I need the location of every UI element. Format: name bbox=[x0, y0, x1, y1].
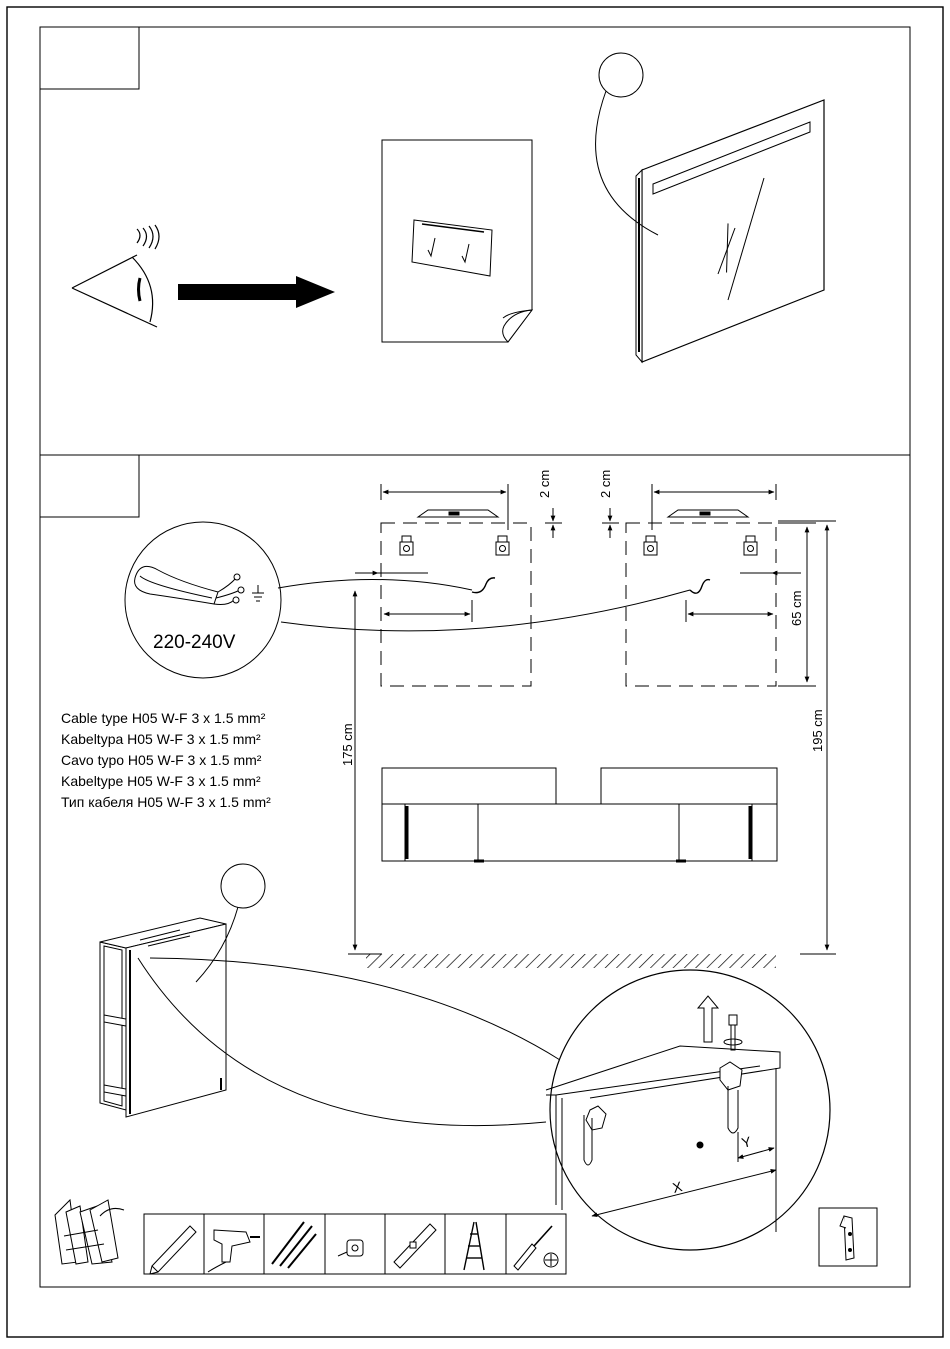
pencil-icon bbox=[150, 1226, 196, 1274]
step-number-box-2 bbox=[40, 455, 139, 517]
callout-circle-top bbox=[599, 53, 643, 97]
cable-type-line: Cable type H05 W-F 3 x 1.5 mm² bbox=[61, 710, 266, 726]
bracket-part-box bbox=[819, 1208, 877, 1266]
arrow-right-icon bbox=[178, 276, 335, 308]
floor-hatching bbox=[366, 954, 776, 968]
wall-rail-left bbox=[418, 510, 498, 517]
step-panel-1 bbox=[40, 27, 910, 455]
dimension-label-offset-left: 2 cm bbox=[537, 470, 552, 498]
cable-type-line: Kabeltypa H05 W-F 3 x 1.5 mm² bbox=[61, 731, 261, 747]
cable-type-line: Kabeltype H05 W-F 3 x 1.5 mm² bbox=[61, 773, 261, 789]
cable-type-line: Тип кабеля H05 W-F 3 x 1.5 mm² bbox=[61, 794, 271, 810]
wall-plug-icon bbox=[400, 536, 757, 555]
vanity-unit-illustration bbox=[382, 768, 777, 861]
step-panel-2: 2 cm 2 cm bbox=[40, 455, 910, 1287]
cable-type-list: Cable type H05 W-F 3 x 1.5 mm² Kabeltypa… bbox=[61, 710, 271, 810]
voltage-label: 220-240V bbox=[153, 632, 236, 653]
dimension-label-install-height: 175 cm bbox=[340, 723, 355, 766]
drill-bits-icon bbox=[272, 1222, 316, 1268]
drill-icon bbox=[208, 1230, 260, 1272]
tape-measure-icon bbox=[338, 1240, 363, 1256]
wall-rail-right bbox=[668, 510, 748, 517]
dimension-label-offset-right: 2 cm bbox=[598, 470, 613, 498]
phillips-screwdriver-icon bbox=[514, 1226, 558, 1270]
manual-page-icon bbox=[382, 140, 532, 342]
packaging-icon bbox=[55, 1200, 124, 1264]
dimension-label-cabinet-height: 65 cm bbox=[789, 591, 804, 626]
mirror-illustration bbox=[636, 100, 824, 362]
cable-type-line: Cavo typo H05 W-F 3 x 1.5 mm² bbox=[61, 752, 262, 768]
eye-icon bbox=[72, 225, 159, 327]
spirit-level-icon bbox=[394, 1224, 436, 1268]
mirror-cabinet-illustration bbox=[100, 918, 226, 1117]
callout-circle-cabinet bbox=[221, 864, 265, 908]
ladder-icon bbox=[464, 1222, 484, 1270]
dimension-label-total-height: 195 cm bbox=[810, 709, 825, 752]
step-number-box-1 bbox=[40, 27, 139, 89]
